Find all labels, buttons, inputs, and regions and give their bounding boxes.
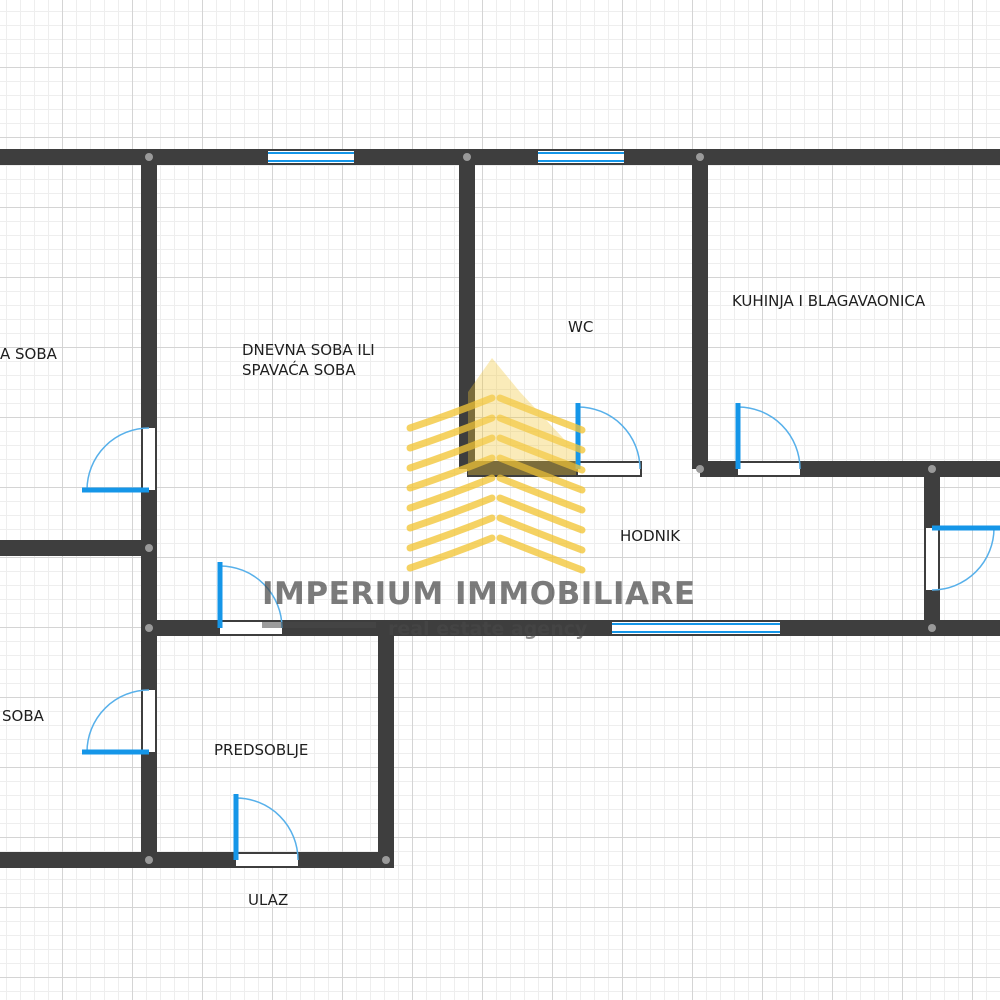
doors [82, 403, 1000, 861]
logo-mark [262, 358, 586, 628]
room-label-ulaz: ULAZ [248, 891, 289, 909]
wall-entry-right [378, 628, 394, 862]
wall-wc-kitchen [692, 157, 708, 469]
doorway-wc [578, 463, 640, 475]
doorway-living-left [143, 428, 155, 490]
door-hall-right [931, 525, 1000, 591]
door-entrance [233, 794, 299, 861]
room-label-kuhinja: KUHINJA I BLAGAVAONICA [732, 292, 926, 310]
watermark-brand-name: IMPERIUM IMMOBILIARE [262, 576, 696, 612]
window-top-right [538, 152, 624, 162]
windows [268, 152, 780, 633]
door-kitchen [735, 403, 801, 470]
door-living-hall [217, 562, 283, 629]
room-label-hodnik: HODNIK [620, 527, 681, 545]
watermark-tagline: real estate agency [388, 618, 588, 640]
door-wc [575, 403, 641, 470]
wall-top [0, 149, 1000, 165]
room-label-wc: WC [568, 318, 594, 336]
doorway-bottom-left [143, 690, 155, 752]
window-top-left [268, 152, 354, 162]
wall-left-rooms-vertical [141, 157, 157, 862]
room-label-soba-bottom: SOBA [2, 707, 44, 725]
wall-living-wc [459, 157, 475, 469]
room-label-dnevna-soba: DNEVNA SOBA ILI SPAVAĆA SOBA [242, 341, 375, 379]
room-label-soba-top: A SOBA [0, 345, 57, 363]
wall-bottom [0, 852, 394, 868]
doorway-hall-right [926, 528, 938, 590]
doorway-entrance [236, 854, 298, 866]
wall-junctions [145, 153, 936, 864]
wall-left-rooms-divider [0, 540, 149, 556]
doorway-kitchen [738, 463, 800, 475]
door-left-upper [82, 427, 150, 493]
door-left-lower [82, 689, 150, 755]
room-label-predsoblje: PREDSOBLJE [214, 741, 309, 759]
window-hallway [612, 623, 780, 633]
walls [0, 149, 1000, 868]
